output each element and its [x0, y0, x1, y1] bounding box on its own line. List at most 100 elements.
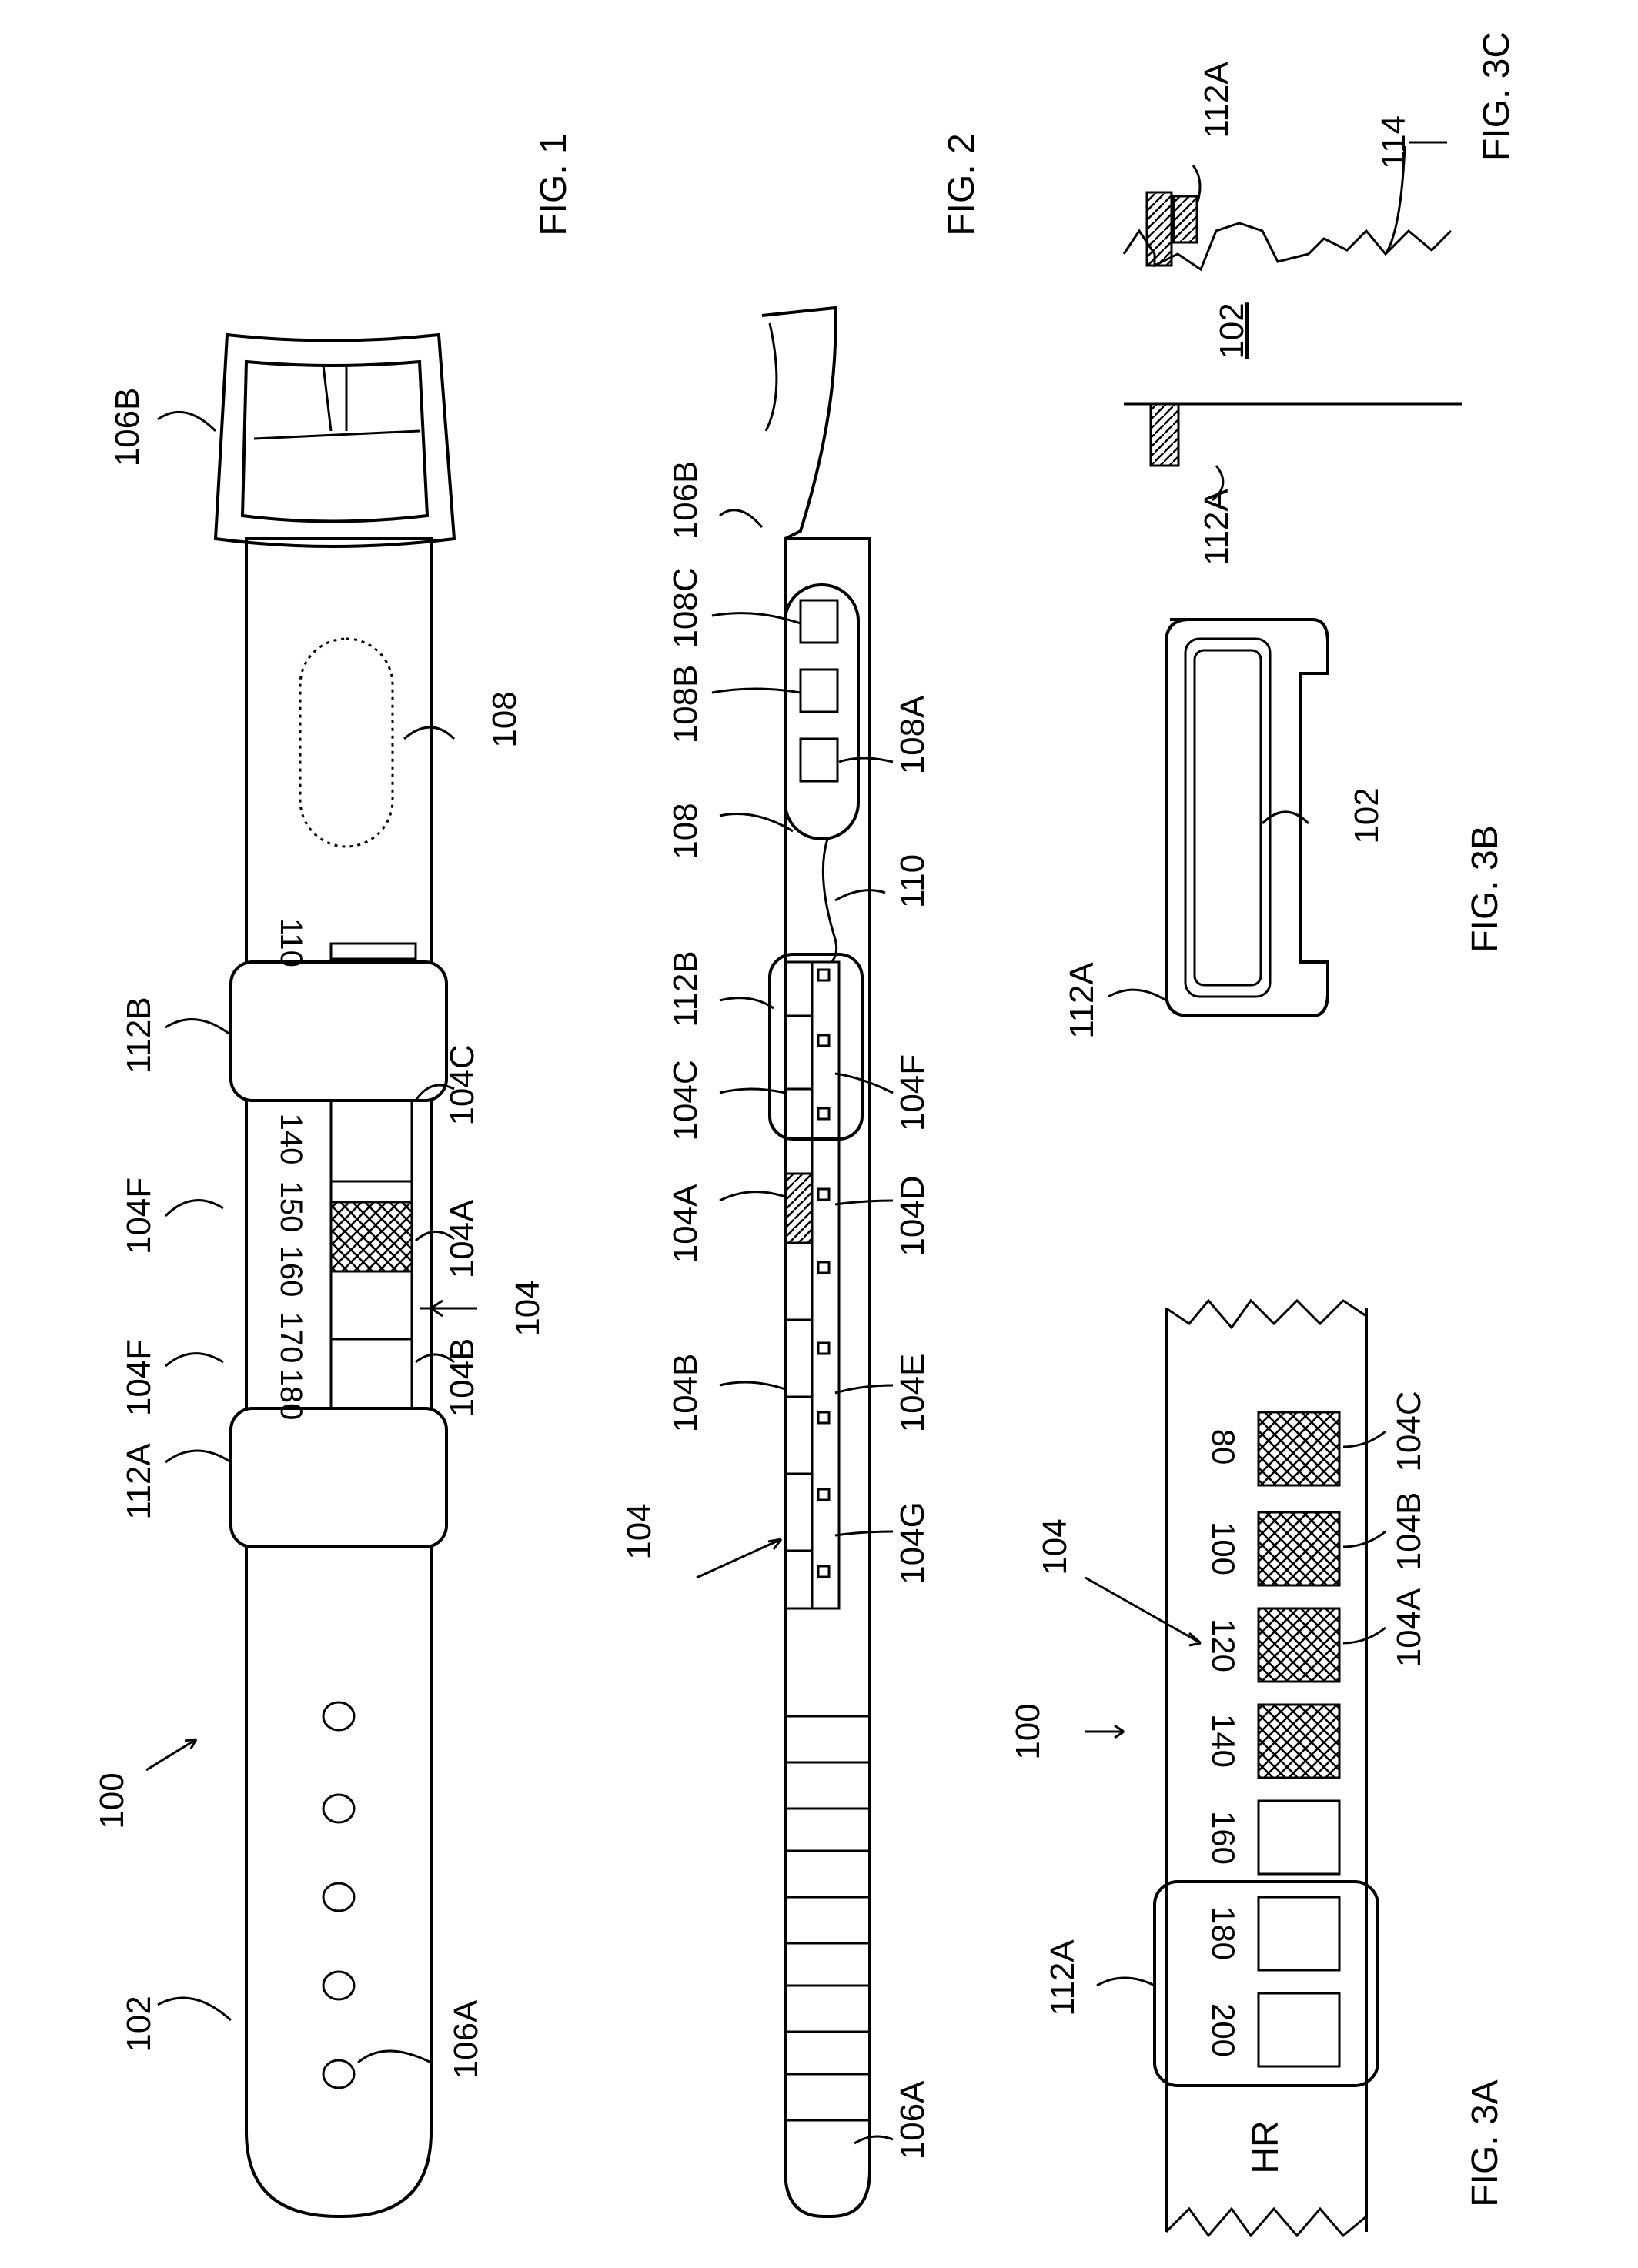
- fig3a-label-104A: 104A: [1390, 1588, 1428, 1667]
- fig1-label-112A: 112A: [120, 1443, 158, 1520]
- fig2-label-108A: 108A: [894, 695, 931, 774]
- fig3c-label-102: 102: [1213, 302, 1251, 359]
- fig3a-loop-112A: [1155, 1882, 1378, 2086]
- fig2-led: [818, 970, 829, 980]
- fig3a-label-112A: 112A: [1044, 1939, 1081, 2016]
- fig1-indicator-104A: [331, 1202, 412, 1271]
- fig3b-label-102: 102: [1348, 787, 1386, 843]
- fig1-label-106A: 106A: [447, 1999, 485, 2079]
- fig1-label-104F-b: 104F: [120, 1339, 158, 1416]
- fig3a-square-104A: [1259, 1608, 1339, 1682]
- fig2-wristband-profile: 106B 108C 108B 108A 108 110 112B 104C 10…: [620, 133, 982, 2216]
- fig1-hole: [323, 1795, 354, 1822]
- fig3a-square-104B: [1259, 1512, 1339, 1585]
- fig3c-label-112A-bottom: 112A: [1198, 489, 1235, 566]
- fig2-led: [818, 1566, 829, 1577]
- fig1-label-110-mirrored: 110: [274, 918, 308, 967]
- fig2-module-108B: [801, 670, 837, 712]
- fig1-label-112B: 112B: [120, 997, 158, 1074]
- fig3a-scale-80: 80: [1205, 1429, 1242, 1465]
- fig2-led: [818, 1343, 829, 1354]
- fig1-hole: [323, 1883, 354, 1911]
- fig2-module-108A: [801, 739, 837, 781]
- fig2-label-104B: 104B: [667, 1354, 704, 1433]
- fig1-element-110: [331, 944, 416, 959]
- fig3b-loop-inner: [1185, 639, 1270, 997]
- fig2-label-104E: 104E: [894, 1354, 931, 1433]
- fig3b-band-102: [1195, 650, 1261, 985]
- fig1-scale-140: 140: [274, 1114, 308, 1165]
- fig1-label-104F-a: 104F: [120, 1177, 158, 1254]
- fig2-label-104: 104: [620, 1503, 658, 1559]
- fig1-electronics-108: [300, 639, 393, 847]
- fig1-label-108: 108: [486, 691, 523, 747]
- fig3a-caption: FIG. 3A: [1465, 2079, 1506, 2206]
- fig2-label-106A: 106A: [894, 2080, 931, 2159]
- fig2-active-segment-104A: [785, 1174, 812, 1243]
- fig1-wristband: 180 170 160 150 140 110 106B 108 112B 10…: [93, 133, 574, 2216]
- fig3a-label-104: 104: [1036, 1518, 1074, 1575]
- fig1-hole: [323, 1702, 354, 1730]
- fig1-strap: [246, 539, 431, 2216]
- fig3a-scale-120: 120: [1205, 1618, 1242, 1672]
- fig2-led: [818, 1489, 829, 1500]
- fig3c-caption: FIG. 3C: [1476, 32, 1517, 161]
- fig1-caption: FIG. 1: [533, 133, 574, 235]
- fig2-label-104D: 104D: [894, 1175, 931, 1256]
- fig2-led: [818, 1035, 829, 1046]
- fig2-label-104G: 104G: [894, 1501, 931, 1585]
- fig3a-label-104B: 104B: [1390, 1492, 1428, 1572]
- fig3c-loop-112A-left: [1151, 404, 1178, 466]
- fig1-label-104B: 104B: [443, 1338, 481, 1418]
- fig2-label-112B: 112B: [667, 950, 704, 1027]
- fig2-label-106B: 106B: [667, 461, 704, 540]
- fig3b-label-112A: 112A: [1063, 962, 1101, 1039]
- fig2-label-104F: 104F: [894, 1054, 931, 1131]
- fig1-scale-180: 180: [274, 1369, 308, 1421]
- fig3a-scale-180: 180: [1205, 1906, 1242, 1960]
- fig3c-label-114: 114: [1375, 115, 1412, 169]
- fig2-wire-110: [823, 839, 836, 962]
- fig1-label-106B: 106B: [109, 388, 146, 467]
- fig1-label-104C: 104C: [443, 1044, 481, 1125]
- fig1-label-104A: 104A: [443, 1199, 481, 1278]
- fig2-label-104C: 104C: [667, 1060, 704, 1141]
- fig1-hole: [323, 1972, 354, 1999]
- fig3c-loop-112A-right: [1147, 192, 1172, 266]
- fig2-label-108: 108: [667, 803, 704, 859]
- fig3c-label-112A-top: 112A: [1198, 62, 1235, 139]
- fig3b-loop-section: 102 112A FIG. 3B: [1063, 620, 1506, 1039]
- fig2-led: [818, 1189, 829, 1200]
- fig3a-label-104C: 104C: [1390, 1391, 1428, 1471]
- fig1-loop-112B: [231, 962, 446, 1101]
- fig1-label-104: 104: [509, 1280, 547, 1336]
- fig2-label-110: 110: [894, 854, 931, 908]
- fig2-led: [818, 1108, 829, 1119]
- fig2-caption: FIG. 2: [941, 133, 982, 235]
- fig1-scale-170: 170: [274, 1312, 308, 1364]
- fig1-loop-112A: [231, 1408, 446, 1547]
- fig3a-square-180: [1259, 1897, 1339, 1970]
- fig1-label-102: 102: [120, 1996, 158, 2052]
- fig3a-unit-label: HR: [1245, 2120, 1286, 2173]
- fig2-label-104A: 104A: [667, 1184, 704, 1263]
- fig1-hole: [323, 2060, 354, 2088]
- fig2-led: [818, 1262, 829, 1273]
- fig3a-square-104C: [1259, 1412, 1339, 1485]
- fig3a-scale-160: 160: [1205, 1811, 1242, 1865]
- fig3a-scale-200: 200: [1205, 2003, 1242, 2057]
- fig3c-section: 102 112A 114 112A FIG. 3C: [1124, 32, 1517, 566]
- fig1-scale-160: 160: [274, 1246, 308, 1298]
- fig1-scale-150: 150: [274, 1181, 308, 1233]
- fig3b-caption: FIG. 3B: [1465, 825, 1506, 952]
- fig3a-square-140: [1259, 1705, 1339, 1778]
- fig1-label-100: 100: [93, 1772, 131, 1829]
- fig3a-scale-100: 100: [1205, 1521, 1242, 1575]
- fig3a-square-160: [1259, 1801, 1339, 1874]
- fig1-buckle-inner: [242, 362, 427, 522]
- fig2-led: [818, 1412, 829, 1423]
- fig3a-label-100: 100: [1009, 1703, 1047, 1759]
- fig2-label-108B: 108B: [667, 665, 704, 744]
